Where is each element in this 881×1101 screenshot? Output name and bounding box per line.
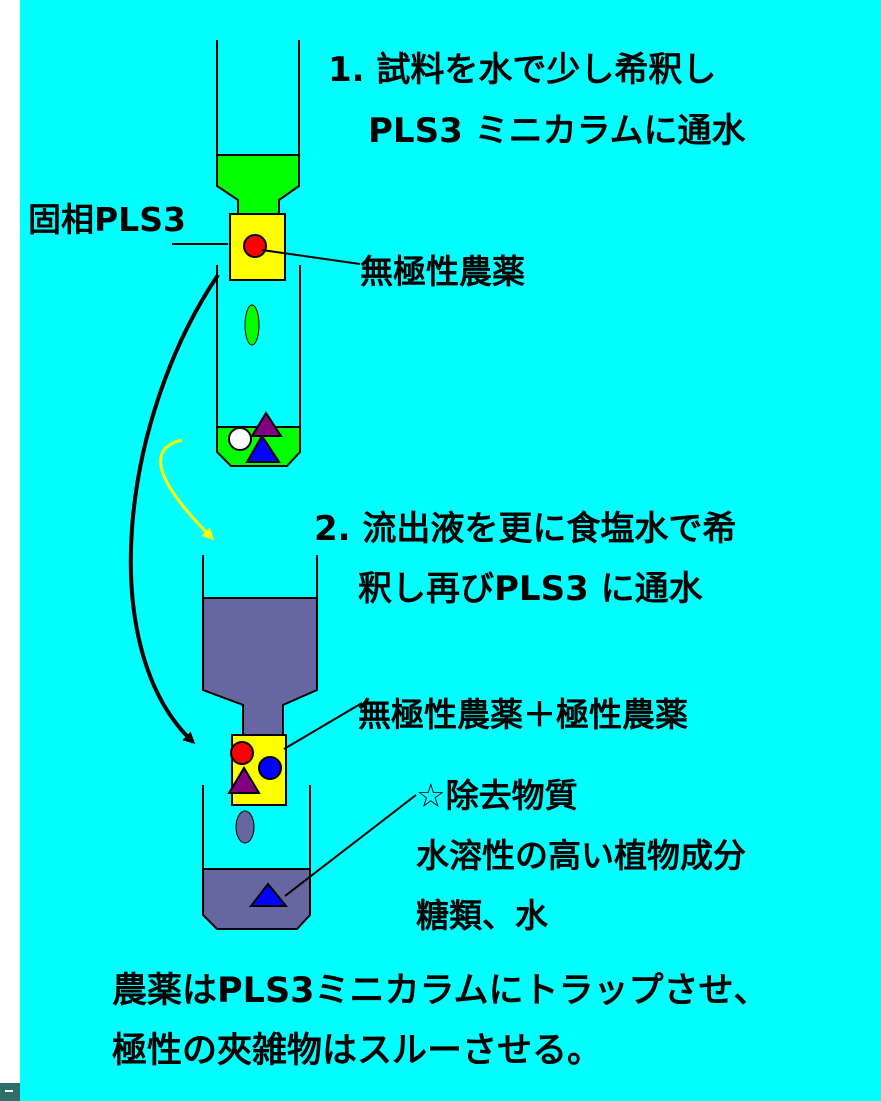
retained-label: 無極性農薬＋極性農薬: [358, 695, 688, 734]
removed-line3: 糖類、水: [416, 896, 549, 935]
solid-phase-label: 固相PLS3: [28, 200, 186, 239]
blue-triangle-marker: [245, 434, 281, 463]
nonpolar-pesticide-marker-2: [230, 741, 254, 765]
transfer-arrow-black: [128, 273, 220, 745]
removed-pointer: [284, 794, 417, 897]
column-2: [202, 555, 318, 930]
polar-pesticide-marker: [258, 756, 282, 780]
removed-line2: 水溶性の高い植物成分: [416, 836, 746, 875]
blue-triangle-marker-2: [248, 882, 289, 907]
transfer-arrow-yellow: [159, 438, 215, 541]
slide-background: [20, 0, 881, 1101]
column-1-funnel: [216, 154, 300, 215]
footer-line2: 極性の夾雑物はスルーさせる。: [112, 1031, 602, 1071]
corner-logo-mark: [0, 1083, 20, 1101]
column-1: [216, 40, 301, 467]
droplet-2: [235, 810, 255, 844]
droplet-1: [244, 304, 260, 346]
removed-title: ☆除去物質: [416, 776, 578, 815]
step1-line2: PLS3 ミニカラムに通水: [368, 111, 747, 151]
retained-pointer: [283, 702, 363, 750]
nonpolar-pointer: [261, 249, 361, 265]
purple-triangle-marker-2: [227, 766, 261, 794]
step1-line1: 1. 試料を水で少し希釈し: [328, 50, 716, 90]
removed-matter-marker: [228, 427, 252, 451]
purple-triangle-marker: [250, 411, 283, 437]
column-2-reservoir: [202, 597, 318, 736]
nonpolar-pesticide-marker: [243, 234, 267, 258]
footer-line1: 農薬はPLS3ミニカラムにトラップさせ、: [112, 971, 768, 1011]
nonpolar-label: 無極性農薬: [360, 252, 525, 291]
step2-line2: 釈し再びPLS3 に通水: [358, 569, 704, 609]
step2-line1: 2. 流出液を更に食塩水で希: [314, 509, 736, 549]
